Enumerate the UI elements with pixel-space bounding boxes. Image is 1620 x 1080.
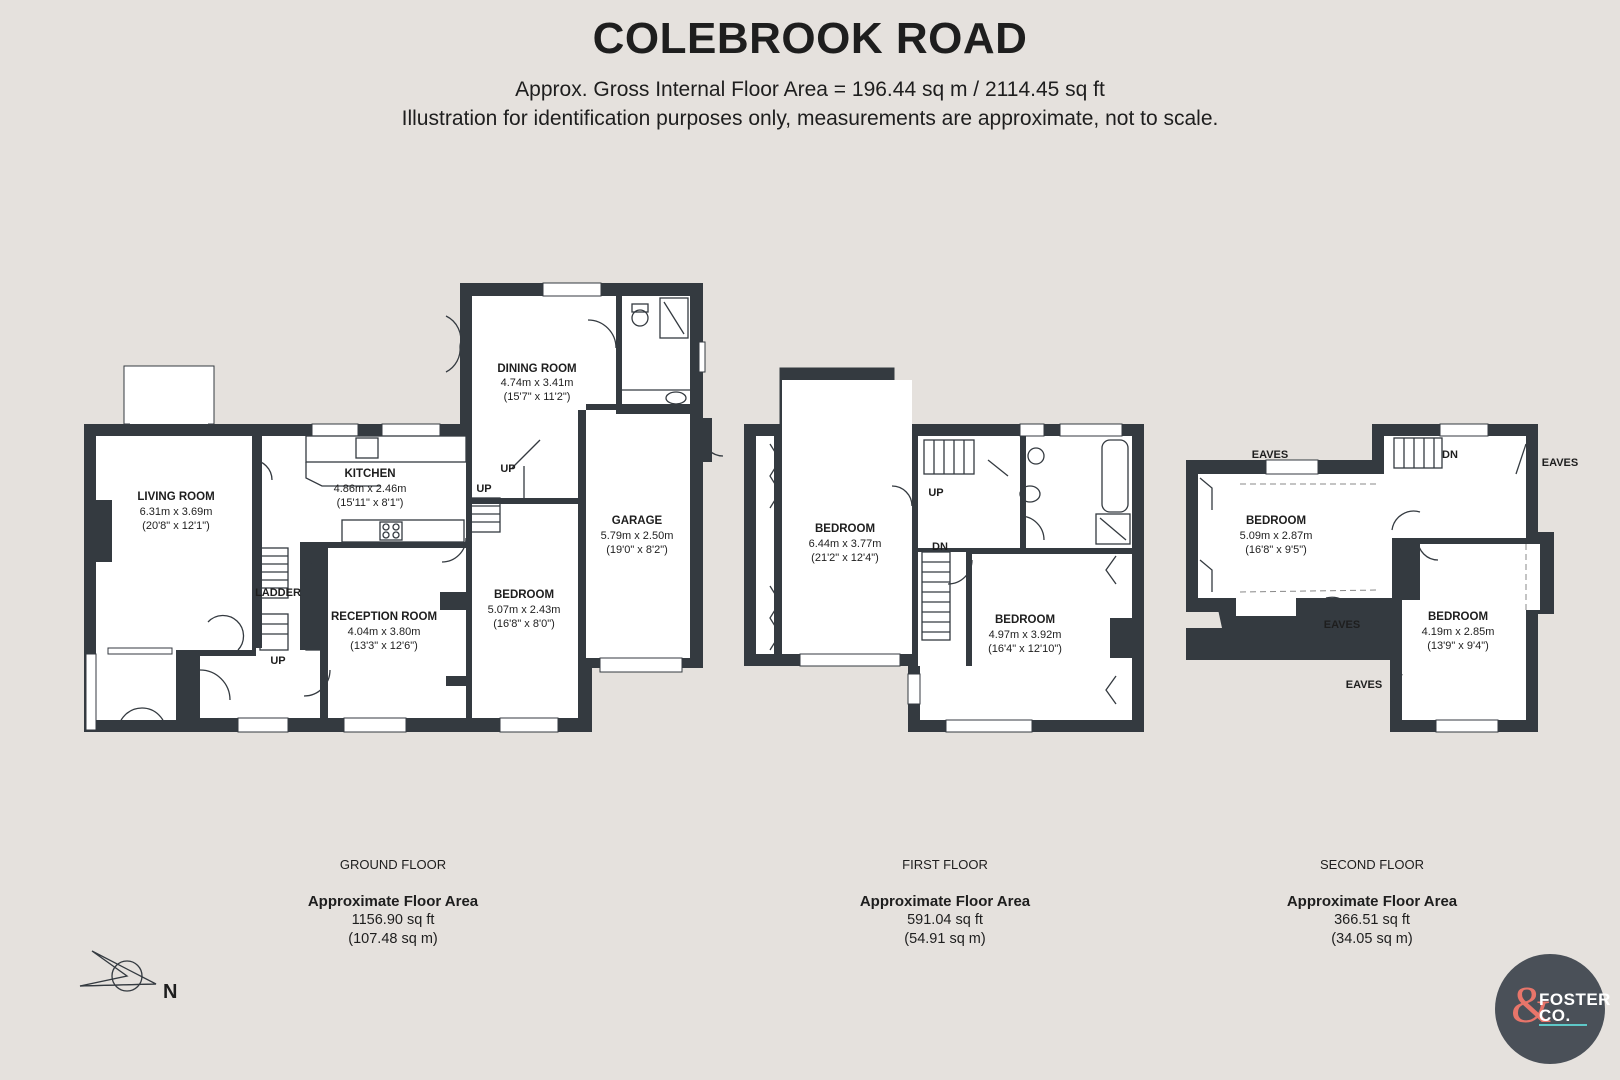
second-dn-label: DN: [1442, 449, 1458, 461]
ground-bedroom-dims-m: 5.07m x 2.43m: [488, 604, 561, 616]
second-floor-summary: SECOND FLOOR Approximate Floor Area 366.…: [1222, 855, 1522, 949]
eaves-label-3: EAVES: [1324, 619, 1360, 631]
foster-co-logo[interactable]: & FOSTER CO.: [1495, 954, 1610, 1064]
first-landing: [918, 436, 1020, 548]
disclaimer: Illustration for identification purposes…: [401, 107, 1219, 130]
garage-label: GARAGE: [612, 515, 663, 527]
reception-room-label: RECEPTION ROOM: [331, 611, 437, 623]
first-up-label: UP: [928, 487, 943, 499]
kitchen-dims-m: 4.86m x 2.46m: [334, 483, 407, 495]
reception-room-dims-ft: (13'3" x 12'6"): [350, 640, 418, 652]
first-bedroom-second: [972, 554, 1132, 720]
logo-brand: FOSTER CO.: [1539, 990, 1611, 1025]
first-floor-name: FIRST FLOOR: [902, 857, 988, 872]
kitchen: [262, 436, 466, 542]
kitchen-dims-ft: (15'11" x 8'1"): [337, 497, 404, 509]
first-dn-label: DN: [932, 541, 948, 553]
first-bedroom-1-dims-ft: (21'2" x 12'4"): [811, 552, 879, 564]
ground-bedroom-dims-ft: (16'8" x 8'0"): [493, 618, 555, 630]
garage: [586, 414, 690, 658]
ground-stairs: [257, 497, 501, 651]
hallway-lower: [200, 650, 320, 718]
second-bedroom-small: [1420, 544, 1526, 720]
eaves-label-4: EAVES: [1346, 679, 1382, 691]
first-bedroom-2-dims-m: 4.97m x 3.92m: [989, 629, 1062, 641]
first-floor-area-title: Approximate Floor Area: [859, 893, 1031, 910]
ground-floor-summary: GROUND FLOOR Approximate Floor Area 1156…: [243, 855, 543, 949]
second-bedroom-1-dims-m: 5.09m x 2.87m: [1240, 530, 1313, 542]
living-room-label: LIVING ROOM: [137, 491, 214, 503]
page-title: COLEBROOK ROAD: [592, 14, 1028, 63]
second-bedroom-2-dims-m: 4.19m x 2.85m: [1422, 626, 1495, 638]
first-bedroom-large: [782, 380, 912, 654]
eaves-label-1: EAVES: [1252, 449, 1288, 461]
dining-room-label: DINING ROOM: [497, 363, 576, 375]
second-floor-area-title: Approximate Floor Area: [1286, 893, 1458, 910]
living-room: [96, 436, 252, 650]
first-floor-summary: FIRST FLOOR Approximate Floor Area 591.0…: [795, 855, 1095, 949]
ground-floor-name: GROUND FLOOR: [339, 857, 447, 872]
logo-brand-line2: CO.: [1539, 1006, 1571, 1025]
compass-icon: [79, 950, 157, 992]
second-bedroom-2-dims-ft: (13'9" x 9'4"): [1427, 640, 1489, 652]
porch: [96, 650, 176, 720]
reception-room: [328, 548, 466, 718]
ladder-label: LADDER: [255, 587, 301, 599]
logo-brand-line1: FOSTER: [1539, 990, 1611, 1009]
garage-dims-m: 5.79m x 2.50m: [601, 530, 674, 542]
second-floor-sqm: (34.05 sq m): [1331, 931, 1413, 947]
dining-room-dims-m: 4.74m x 3.41m: [501, 377, 574, 389]
up-label-hall: UP: [270, 655, 285, 667]
up-label-dining: UP: [500, 463, 515, 475]
eaves-label-2: EAVES: [1542, 457, 1578, 469]
living-room-dims-ft: (20'8" x 12'1"): [142, 520, 210, 532]
living-room-dims-m: 6.31m x 3.69m: [140, 506, 213, 518]
first-floor-plan: BEDROOM 6.44m x 3.77m (21'2" x 12'4") BE…: [744, 367, 1144, 733]
ground-bedroom: [472, 504, 578, 718]
first-bedroom-2-label: BEDROOM: [995, 614, 1055, 626]
first-bedroom-1-dims-m: 6.44m x 3.77m: [809, 538, 882, 550]
first-floor-sqm: (54.91 sq m): [904, 931, 986, 947]
second-bedroom-2-label: BEDROOM: [1428, 611, 1488, 623]
second-bedroom-1-label: BEDROOM: [1246, 515, 1306, 527]
ground-floor-area-title: Approximate Floor Area: [307, 893, 479, 910]
first-bedroom-2-dims-ft: (16'4" x 12'10"): [988, 643, 1062, 655]
logo-underline: [1539, 1024, 1587, 1026]
second-bedroom-large: [1198, 474, 1392, 598]
kitchen-label: KITCHEN: [344, 468, 395, 480]
up-label-kitchen: UP: [476, 483, 491, 495]
second-floor-sqft: 366.51 sq ft: [1334, 912, 1410, 928]
reception-room-dims-m: 4.04m x 3.80m: [348, 626, 421, 638]
second-bedroom-1-dims-ft: (16'8" x 9'5"): [1245, 544, 1307, 556]
first-bedroom-1-label: BEDROOM: [815, 523, 875, 535]
compass-north-label: N: [163, 981, 178, 1003]
first-wardrobe-area: [756, 436, 774, 654]
ground-floor-plan: LIVING ROOM 6.31m x 3.69m (20'8" x 12'1"…: [84, 282, 724, 733]
ground-bedroom-label: BEDROOM: [494, 589, 554, 601]
second-landing: [1384, 436, 1526, 538]
first-stairs: [918, 552, 966, 666]
dining-room-dims-ft: (15'7" x 11'2"): [504, 391, 571, 403]
second-floor-name: SECOND FLOOR: [1319, 857, 1424, 872]
ground-floor-sqm: (107.48 sq m): [348, 931, 438, 947]
garage-dims-ft: (19'0" x 8'2"): [606, 544, 668, 556]
ground-floor-sqft: 1156.90 sq ft: [351, 912, 435, 928]
gross-area-line: Approx. Gross Internal Floor Area = 196.…: [515, 78, 1105, 101]
ladder-area: [256, 542, 300, 650]
first-floor-sqft: 591.04 sq ft: [907, 912, 983, 928]
second-floor-plan: BEDROOM 5.09m x 2.87m (16'8" x 9'5") BED…: [1186, 423, 1578, 733]
